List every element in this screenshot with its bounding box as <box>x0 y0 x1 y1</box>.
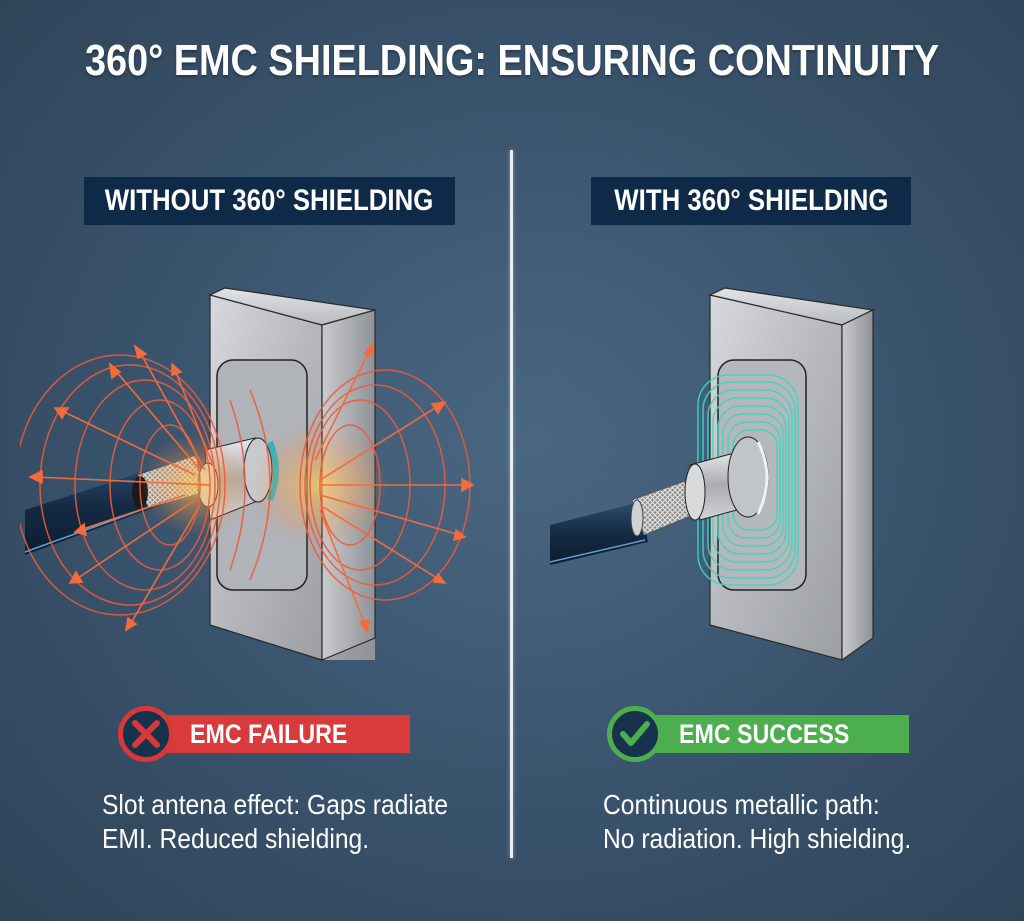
description-line: Continuous metallic path: <box>603 789 880 820</box>
panel-label-with-shielding: WITH 360° SHIELDING <box>591 177 911 225</box>
illustration-with-shielding <box>540 280 900 680</box>
description-with-shielding: Continuous metallic path: No radiation. … <box>603 788 911 856</box>
status-text: EMC FAILURE <box>190 718 348 749</box>
description-line: EMI. Reduced shielding. <box>102 823 370 854</box>
panel-divider <box>510 150 513 858</box>
status-badge-failure: EMC FAILURE <box>118 706 410 762</box>
description-line: No radiation. High shielding. <box>603 823 912 854</box>
status-bar: EMC FAILURE <box>150 715 410 753</box>
check-circle-icon <box>607 706 663 762</box>
description-line: Slot antena effect: Gaps radiate <box>102 789 449 820</box>
panel-label-text: WITH 360° SHIELDING <box>613 184 889 217</box>
status-text: EMC SUCCESS <box>679 718 850 749</box>
status-bar: EMC SUCCESS <box>639 715 909 753</box>
page-title: 360° EMC SHIELDING: ENSURING CONTINUITY <box>84 36 940 85</box>
illustration-without-shielding <box>14 280 490 680</box>
panel-label-text: WITHOUT 360° SHIELDING <box>105 184 434 217</box>
status-badge-success: EMC SUCCESS <box>607 706 909 762</box>
description-without-shielding: Slot antena effect: Gaps radiate EMI. Re… <box>102 788 448 856</box>
panel-label-without-shielding: WITHOUT 360° SHIELDING <box>84 177 455 225</box>
x-circle-icon <box>118 706 174 762</box>
